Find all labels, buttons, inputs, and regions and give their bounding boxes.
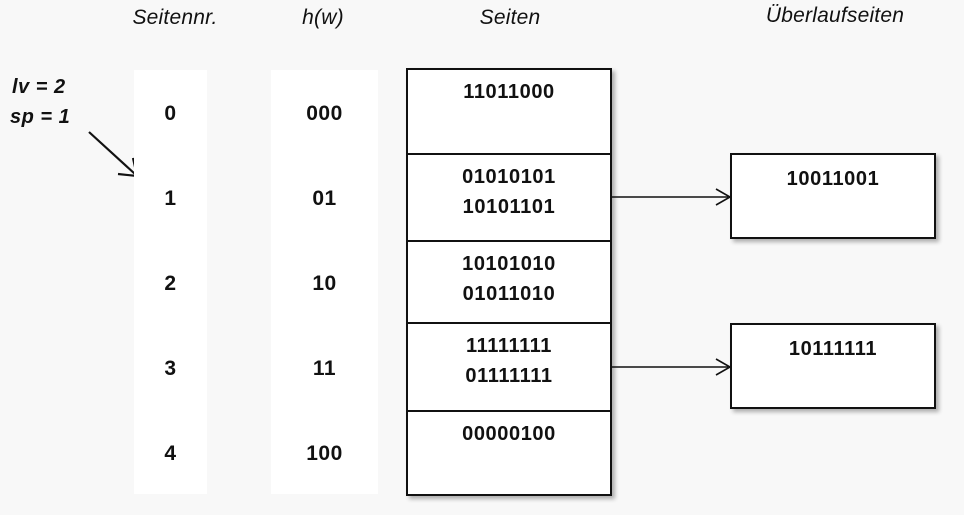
page-row: 11011000 — [408, 70, 610, 155]
hw-cell: 10 — [312, 272, 337, 295]
column-strip-seitennr: 0 1 2 3 4 — [134, 70, 207, 494]
seitennr-cell: 0 — [164, 102, 177, 125]
page-entry: 11111111 — [465, 335, 553, 357]
column-header-hw: h(w) — [302, 6, 344, 29]
seitennr-cell: 2 — [164, 272, 177, 295]
page-entry: 01011010 — [462, 283, 556, 305]
seitennr-cell: 3 — [164, 357, 177, 380]
overflow-arrow-icon — [612, 358, 732, 376]
overflow-page-box: 10111111 — [730, 323, 936, 409]
pages-table: 11011000 01010101 10101101 10101010 0101… — [406, 68, 612, 496]
column-strip-hw: 000 01 10 11 100 — [271, 70, 378, 494]
page-entry: 01010101 — [462, 166, 556, 188]
overflow-entry: 10111111 — [788, 338, 878, 360]
hw-cell: 000 — [306, 102, 343, 125]
page-entry: 01111111 — [465, 365, 553, 387]
page-row: 10101010 01011010 — [408, 242, 610, 324]
param-lv: lv = 2 — [12, 76, 66, 98]
column-header-seiten: Seiten — [479, 6, 541, 29]
page-row: 11111111 01111111 — [408, 324, 610, 412]
column-header-seitennr: Seitennr. — [132, 6, 218, 29]
seitennr-cell: 4 — [164, 442, 177, 465]
overflow-page-box: 10011001 — [730, 153, 936, 239]
seitennr-cell: 1 — [164, 187, 177, 210]
page-entry: 10101010 — [462, 253, 556, 275]
column-header-ueberlaufseiten: Überlaufseiten — [765, 4, 905, 27]
overflow-entry: 10011001 — [786, 168, 880, 190]
parameter-block: lv = 2 sp = 1 — [10, 72, 70, 132]
overflow-arrow-icon — [612, 188, 732, 206]
hw-cell: 100 — [306, 442, 343, 465]
page-row: 01010101 10101101 — [408, 155, 610, 242]
page-entry: 10101101 — [462, 196, 556, 218]
page-entry: 00000100 — [462, 423, 556, 445]
hw-cell: 11 — [312, 357, 337, 380]
page-entry: 11011000 — [463, 81, 555, 103]
param-sp: sp = 1 — [10, 106, 71, 128]
page-row: 00000100 — [408, 412, 610, 494]
hw-cell: 01 — [312, 187, 337, 210]
